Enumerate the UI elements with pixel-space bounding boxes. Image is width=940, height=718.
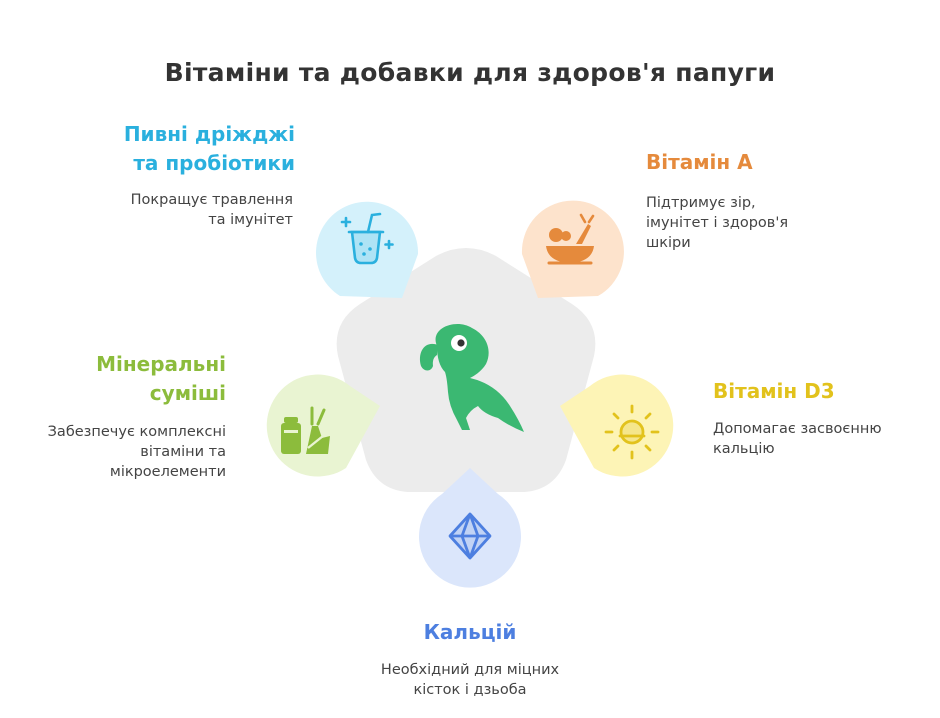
mineral-mix-icon [281,406,330,454]
description-calcium-line-2: кісток і дзьоба [413,682,527,698]
parrot-icon [419,324,524,432]
teardrop-minerals [266,374,380,477]
description-vitamin-d3: Допомагає засвоєнню кальцію [713,419,923,459]
description-vitamin-a-line-3: шкіри [646,235,691,251]
description-yeast-line-1: Покращує травлення [130,192,293,208]
diagram-title: Вітаміни та добавки для здоров'я папуги [164,58,776,87]
teardrop-vitamin-a [521,200,624,298]
heading-vitamin-d3: Вітамін D3 [713,379,835,403]
vegetable-bowl-icon [546,213,595,265]
teardrop-yeast [316,201,419,298]
description-minerals-line-3: мікроелементи [109,464,226,480]
heading-minerals-line-1: Мінеральні [96,352,226,376]
description-yeast-line-2: та імунітет [208,212,293,228]
sun-icon [604,404,660,460]
heading-minerals-line-2: суміші [149,381,226,405]
diamond-icon [448,512,492,560]
description-calcium: Необхідний для міцних кісток і дзьоба [320,660,620,700]
description-yeast: Покращує травлення та імунітет [80,190,293,230]
teardrop-vitamin-d3 [560,374,674,477]
description-vitamin-d3-line-1: Допомагає засвоєнню [713,421,882,437]
description-minerals-line-1: Забезпечує комплексні [47,424,226,440]
description-minerals: Забезпечує комплексні вітаміни та мікрое… [10,422,226,482]
description-vitamin-a-line-2: імунітет і здоров'я [646,215,789,231]
teardrop-calcium [419,468,521,588]
description-vitamin-a-line-1: Підтримує зір, [646,195,756,211]
description-minerals-line-2: вітаміни та [140,444,226,460]
description-vitamin-a: Підтримує зір, імунітет і здоров'я шкіри [646,193,866,253]
heading-vitamin-a: Вітамін А [646,150,753,174]
description-vitamin-d3-line-2: кальцію [713,441,775,457]
probiotic-drink-icon [340,212,394,265]
description-calcium-line-1: Необхідний для міцних [380,662,560,678]
heading-minerals: Мінеральні суміші [30,350,226,408]
heading-yeast: Пивні дріжджі та пробіотики [80,120,295,178]
heading-yeast-line-2: та пробіотики [133,151,295,175]
heading-calcium: Кальцій [423,620,517,644]
heading-yeast-line-1: Пивні дріжджі [123,122,295,146]
